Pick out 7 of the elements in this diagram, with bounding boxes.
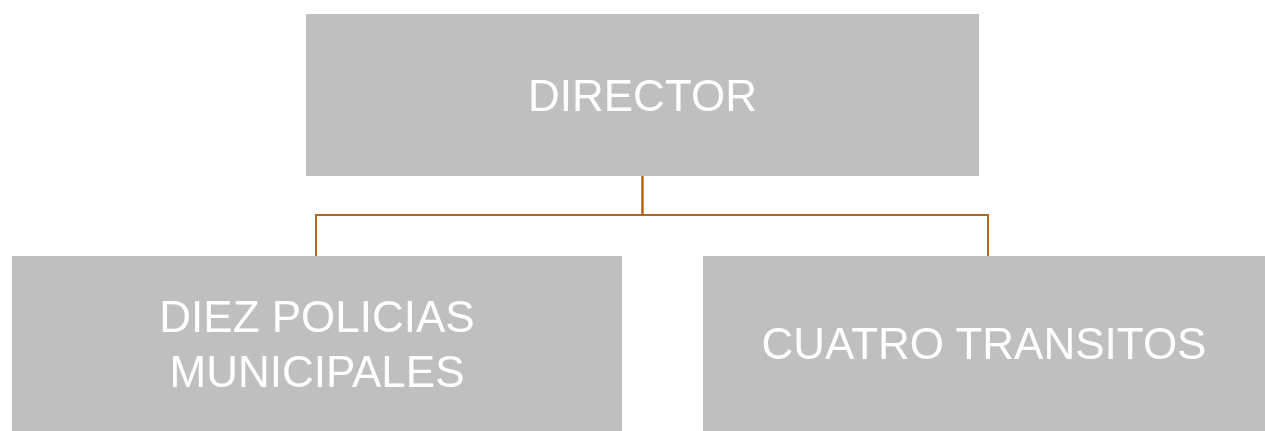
box-title: DIEZ POLICIAS MUNICIPALES — [158, 290, 476, 398]
org-box — [306, 14, 979, 176]
org-box — [12, 256, 622, 431]
box-title: DIRECTOR — [528, 69, 757, 122]
box-title: CUATRO TRANSITOS — [761, 318, 1207, 370]
connector-line — [641, 175, 989, 257]
org-box — [703, 256, 1265, 431]
